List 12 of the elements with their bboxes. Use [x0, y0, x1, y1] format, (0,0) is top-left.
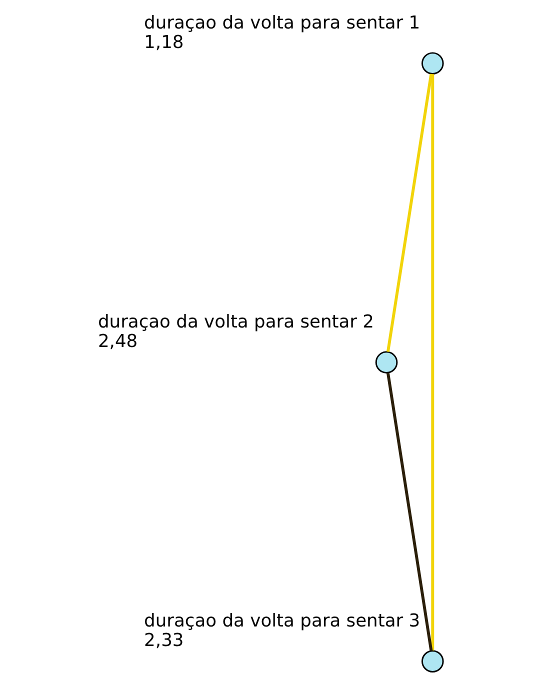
node-label: 1,18	[144, 32, 184, 53]
node-label: duraçao da volta para sentar 2	[98, 312, 374, 333]
connector	[386, 74, 433, 352]
node-circle	[375, 351, 398, 374]
connector	[386, 372, 433, 651]
node-label: 2,33	[144, 630, 184, 651]
connector	[431, 74, 434, 650]
node-label: duraçao da volta para sentar 3	[144, 610, 420, 632]
node-circle	[421, 52, 444, 74]
node-label: 2,48	[98, 330, 138, 352]
node-circle	[421, 650, 444, 672]
node-label: duraçao da volta para sentar 1	[144, 12, 420, 34]
